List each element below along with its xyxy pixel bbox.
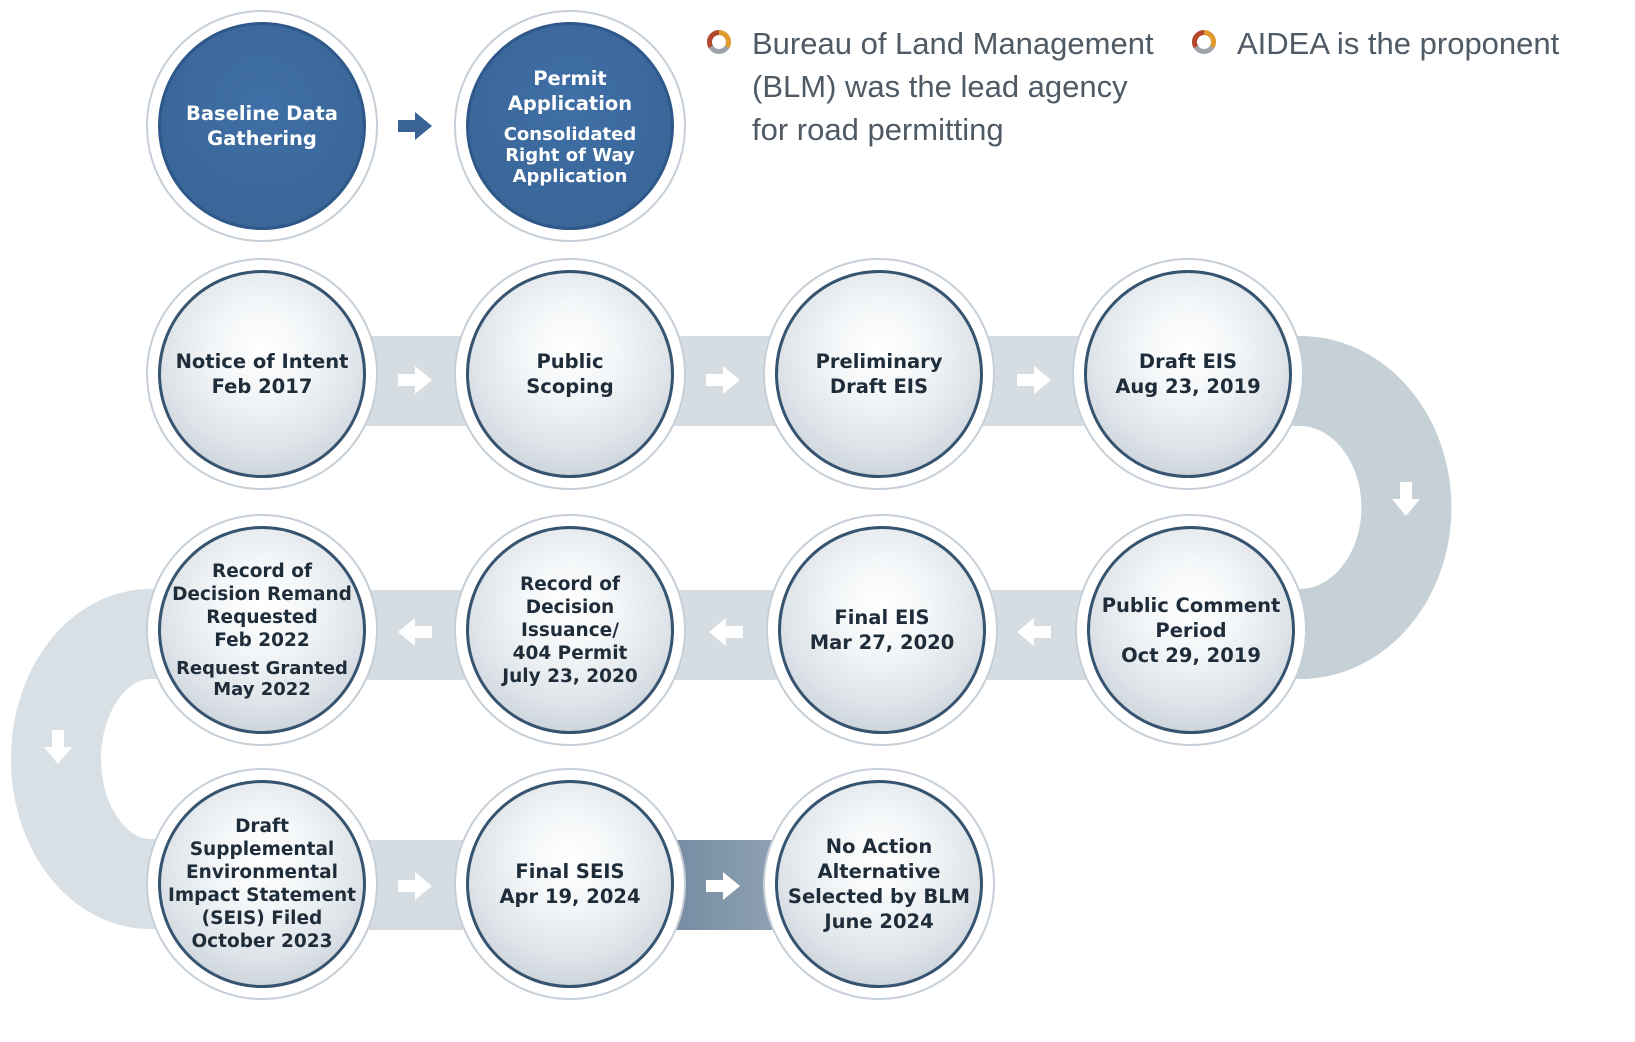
step-baseline-data-gathering: Baseline Data Gathering (158, 22, 366, 230)
step-label-line: Decision Remand (172, 584, 352, 605)
arrow-right-icon (706, 366, 740, 399)
step-label-line: Oct 29, 2019 (1121, 643, 1261, 667)
step-label-line: Supplemental (189, 839, 335, 860)
step-draft-eis: Draft EIS Aug 23, 2019 (1084, 270, 1292, 478)
step-label-line: Public Comment (1101, 593, 1281, 617)
step-label-line: Notice of Intent (175, 350, 349, 373)
step-sublabel-line: Application (512, 165, 628, 187)
step-label-line: Aug 23, 2019 (1115, 375, 1261, 398)
step-label-line: Period (1155, 618, 1227, 642)
step-label-line: October 2023 (191, 931, 333, 952)
step-final-seis: Final SEIS Apr 19, 2024 (466, 780, 674, 988)
legend-item-aidea: AIDEA is the proponent (1237, 22, 1559, 65)
step-final-eis: Final EIS Mar 27, 2020 (778, 526, 986, 734)
step-label-line: Gathering (207, 127, 317, 150)
step-public-scoping: Public Scoping (466, 270, 674, 478)
arrow-right-icon (398, 112, 432, 145)
arrow-right-icon (398, 872, 432, 905)
step-preliminary-draft-eis: Preliminary Draft EIS (775, 270, 983, 478)
step-label-line: Final EIS (834, 606, 930, 629)
arrow-right-icon (1017, 366, 1051, 399)
step-label-line: No Action (825, 835, 933, 858)
step-label-line: Issuance/ (520, 619, 619, 641)
step-permit-application: Permit Application Consolidated Right of… (466, 22, 674, 230)
step-label-line: Permit (533, 66, 607, 90)
legend-text-line: (BLM) was the lead agency (752, 69, 1128, 104)
step-label-line: Requested (206, 607, 318, 628)
arrow-left-icon (709, 618, 743, 651)
step-label-line: Public (536, 350, 604, 373)
legend-item-blm: Bureau of Land Management (BLM) was the … (752, 22, 1154, 151)
step-public-comment-period: Public Comment Period Oct 29, 2019 (1087, 526, 1295, 734)
step-label-line: July 23, 2020 (502, 665, 638, 687)
step-label-line: Apr 19, 2024 (499, 885, 641, 908)
step-label-line: Draft (235, 816, 289, 837)
arrow-left-icon (1017, 618, 1051, 651)
arrow-right-icon (706, 872, 740, 905)
step-label-line: Preliminary (815, 350, 943, 373)
step-label-line: Mar 27, 2020 (809, 631, 955, 654)
step-label-line: Baseline Data (186, 102, 338, 125)
step-sublabel-line: Consolidated (503, 123, 637, 145)
step-notice-of-intent: Notice of Intent Feb 2017 (158, 270, 366, 478)
legend-text-line: AIDEA is the proponent (1237, 26, 1560, 61)
step-label-line: Record of (211, 561, 313, 582)
step-record-of-decision-issuance: Record of Decision Issuance/ 404 Permit … (466, 526, 674, 734)
step-label-line: Scoping (526, 375, 614, 398)
step-label-line: June 2024 (824, 910, 934, 933)
step-label-line: Impact Statement (167, 885, 357, 906)
arrow-down-icon (44, 730, 72, 769)
arrow-left-icon (398, 618, 432, 651)
step-label-line: Alternative (817, 860, 941, 883)
step-sublabel-line: Request Granted (176, 658, 348, 679)
step-label-line: Environmental (186, 862, 338, 883)
step-label-line: Application (507, 91, 633, 115)
arrow-right-icon (398, 366, 432, 399)
step-label-line: Feb 2022 (214, 630, 310, 651)
donut-icon (1190, 28, 1218, 61)
step-label-line: Decision (525, 596, 615, 618)
step-label-line: Draft EIS (829, 375, 929, 398)
donut-icon (705, 28, 733, 61)
step-sublabel-line: Right of Way (505, 144, 635, 166)
step-label-line: Selected by BLM (787, 885, 971, 908)
step-label-line: 404 Permit (512, 642, 628, 664)
step-label-line: Draft EIS (1138, 350, 1238, 373)
step-label-line: Feb 2017 (211, 375, 313, 398)
step-no-action-alternative: No Action Alternative Selected by BLM Ju… (775, 780, 983, 988)
step-label-line: Record of (519, 573, 621, 595)
step-record-of-decision-remand: Record of Decision Remand Requested Feb … (158, 526, 366, 734)
step-draft-seis: Draft Supplemental Environmental Impact … (158, 780, 366, 988)
step-sublabel-line: May 2022 (213, 679, 311, 700)
arrow-down-icon (1392, 482, 1420, 521)
legend-text-line: Bureau of Land Management (752, 26, 1154, 61)
legend-text-line: for road permitting (752, 112, 1004, 147)
step-label-line: (SEIS) Filed (201, 908, 323, 929)
step-label-line: Final SEIS (515, 860, 625, 883)
